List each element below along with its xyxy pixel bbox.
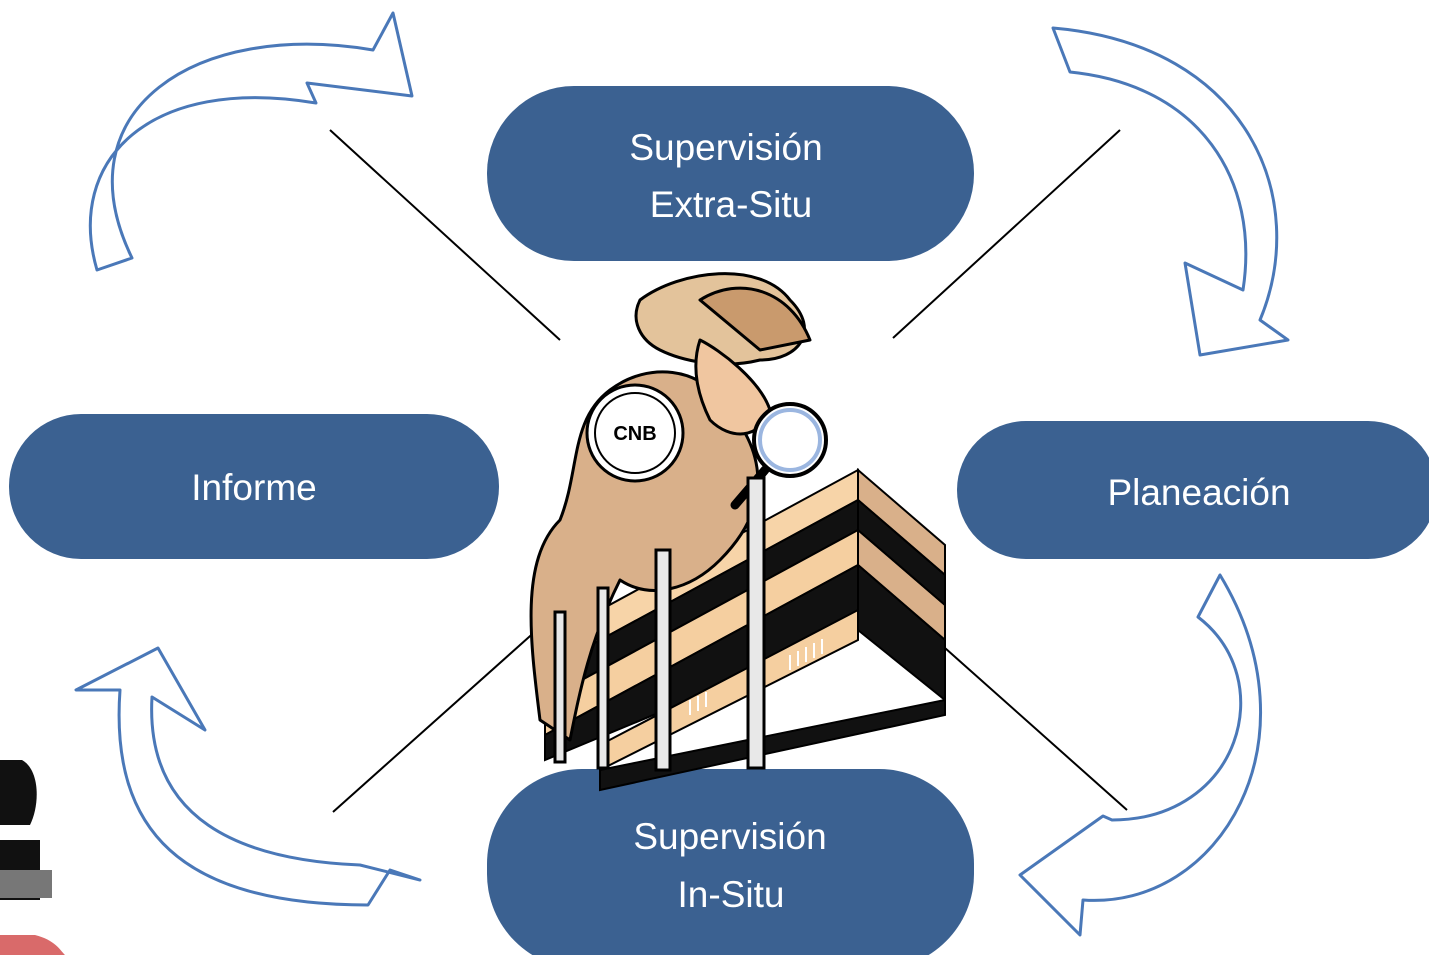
building-icon (544, 467, 946, 792)
node-informe: Informe (9, 414, 499, 559)
node-top-line-2: Extra-Situ (650, 184, 812, 225)
connector-bottom-left (332, 611, 558, 813)
connector-bottom-right (944, 647, 1128, 811)
node-left-line-1: Informe (191, 467, 316, 508)
node-supervision-in-situ: Supervisión In-Situ (487, 769, 974, 955)
curved-arrow-top-left-icon (88, 11, 414, 272)
connector-lines (329, 129, 1128, 813)
node-bottom-line-2: In-Situ (678, 874, 785, 915)
connector-top-left (329, 129, 561, 341)
svg-text:CNB: CNB (613, 423, 656, 445)
node-planeacion: Planeación (957, 421, 1429, 559)
curved-arrow-bottom-left-icon (74, 646, 422, 907)
node-top-line-1: Supervisión (629, 127, 822, 168)
inspector-illustration-icon: CNB (529, 272, 946, 792)
curved-arrow-top-right-icon (1051, 26, 1290, 357)
inspector-figure-icon: CNB (529, 272, 812, 742)
node-bottom-line-1: Supervisión (633, 816, 826, 857)
cycle-arrows (74, 11, 1290, 937)
node-right-line-1: Planeación (1107, 472, 1290, 513)
curved-arrow-bottom-right-icon (1018, 573, 1262, 937)
node-supervision-extra-situ: Supervisión Extra-Situ (487, 86, 974, 261)
pole-icons (553, 476, 766, 772)
connector-top-right (892, 129, 1121, 339)
edge-fragment-icon (0, 760, 65, 955)
